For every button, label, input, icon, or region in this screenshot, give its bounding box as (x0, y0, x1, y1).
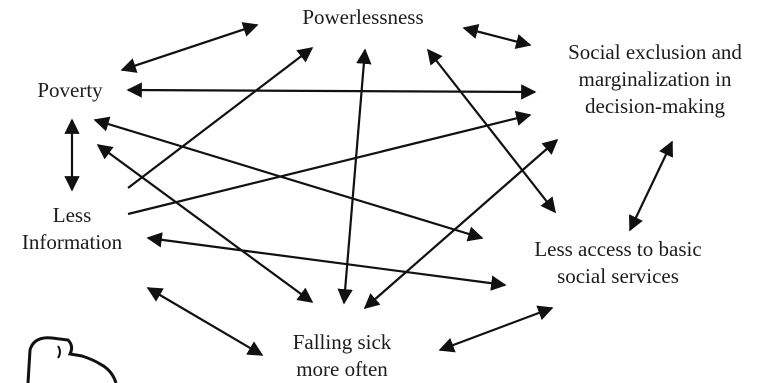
arrow-poverty-less-access (93, 116, 484, 242)
node-falling-sick-line-1: Falling sick (292, 330, 392, 354)
node-poverty: Poverty (18, 77, 122, 104)
sketch-figure (26, 336, 118, 383)
arrow-poverty-social-exclusion (126, 82, 537, 100)
node-social-exclusion-line-2: marginalization in (578, 67, 732, 91)
arrow-powerlessness-less-access (427, 48, 556, 214)
arrow-falling-sick-powerlessness (337, 48, 372, 305)
node-social-exclusion-line-3: decision-making (585, 94, 725, 118)
arrow-falling-sick-less-access (438, 305, 554, 353)
node-falling-sick-line-2: more often (296, 357, 388, 381)
arrow-powerlessness-social-exclusion (462, 24, 532, 49)
arrow-less-information-less-access (146, 232, 507, 291)
node-poverty-label: Poverty (37, 78, 103, 102)
node-social-exclusion-line-1: Social exclusion and (568, 40, 742, 64)
arrow-less-information-social-exclusion (127, 110, 532, 216)
node-powerlessness-label: Powerlessness (302, 5, 424, 29)
node-social-exclusion: Social exclusion and marginalization in … (540, 39, 770, 120)
node-less-information-line-2: Information (21, 230, 123, 254)
sketch-figure-detail (57, 345, 61, 359)
arrow-poverty-powerlessness (120, 22, 259, 73)
node-less-access-line-2: social services (557, 264, 679, 288)
node-falling-sick: Falling sick more often (262, 329, 422, 383)
arrow-less-information-falling-sick (146, 287, 264, 356)
arrow-less-information-powerlessness (127, 47, 314, 189)
node-less-information: Less Information (0, 202, 144, 256)
arrow-social-exclusion-less-access (629, 140, 673, 232)
node-powerlessness: Powerlessness (268, 4, 458, 31)
node-less-access: Less access to basic social services (500, 236, 736, 290)
node-less-information-line-1: Less (52, 203, 92, 227)
node-less-access-line-1: Less access to basic (534, 237, 702, 261)
